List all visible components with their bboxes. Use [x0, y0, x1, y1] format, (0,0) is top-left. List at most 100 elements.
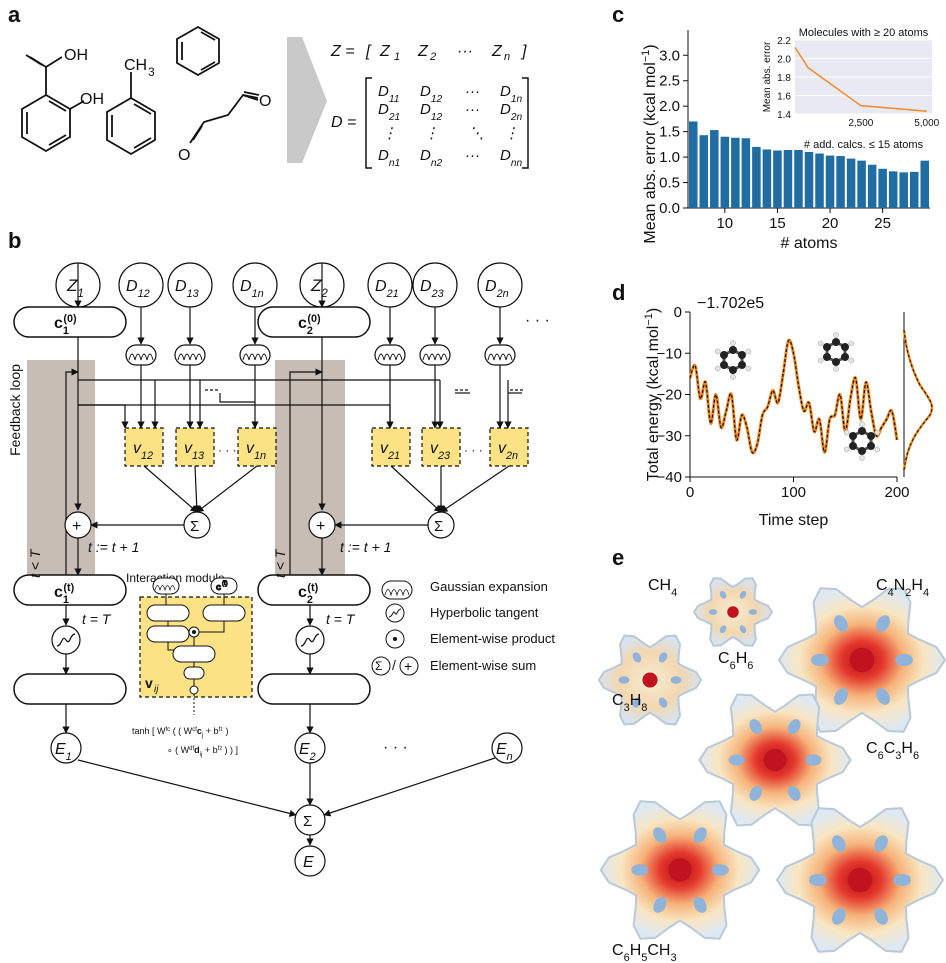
d-matrix-ellipsis: ···: [465, 101, 480, 118]
d-matrix-entry: D21: [378, 101, 400, 123]
svg-text:]: ]: [520, 43, 527, 60]
c0-2-label: c2(0): [298, 313, 321, 337]
d-molecule-snapshot-3: [843, 421, 881, 461]
c-y-tick-label: 2.0: [659, 98, 680, 115]
e-label-5: C6C3H6: [866, 740, 919, 762]
d-matrix-ellipsis: ⋱: [469, 125, 484, 142]
c-bar: [888, 171, 898, 208]
svg-text:Z =: Z =: [330, 43, 355, 60]
oh-label-top: OH: [64, 47, 88, 64]
c-x-tick-label: 10: [716, 215, 733, 232]
c-inset-y-tick-label: 2.0: [777, 55, 791, 66]
gaussian-glyph: [422, 353, 448, 361]
legend-item-4: Element-wise sum: [430, 658, 536, 673]
v-node-2n-label: v2n: [498, 440, 518, 462]
d-x-tick-label: 100: [781, 484, 806, 501]
sigma-total-label: Σ: [303, 813, 312, 830]
svg-text:Z: Z: [379, 43, 391, 60]
c0-1-label: c1(0): [54, 313, 77, 337]
salicylic-acid-structure: [21, 54, 85, 153]
svg-text:Z: Z: [491, 43, 503, 60]
v-node-2n: [489, 427, 529, 467]
c-x-axis-label: # atoms: [781, 235, 838, 252]
c-bar: [752, 146, 761, 208]
panel-label-c: c: [612, 2, 624, 27]
e-node-n-label: En: [496, 741, 513, 763]
svg-text:∘ ( Wdfdij + bf2 ) ) ]: ∘ ( Wdfdij + bf2 ) ) ]: [167, 745, 238, 758]
v-node-12-label: v12: [133, 440, 153, 462]
c-inset-title: Molecules with ≥ 20 atoms: [799, 27, 929, 39]
d-y-tick-label: −30: [657, 428, 682, 445]
d-x-tick-label: 0: [686, 484, 694, 501]
c-inset-y-tick-label: 1.8: [777, 73, 791, 84]
z-node-1-label: Z1: [66, 276, 84, 300]
c-bar: [731, 137, 740, 208]
c-bar: [909, 171, 919, 208]
d-node-13-label: D13: [175, 278, 199, 300]
legend-item-3: Element-wise product: [430, 631, 555, 646]
e-surface-c6h5ch3: [599, 800, 761, 940]
legend-slash: /: [392, 657, 396, 673]
legend-sigma-icon: [371, 656, 391, 676]
ch3-label: CH: [124, 57, 147, 74]
panel-label-a: a: [8, 2, 21, 27]
ch3-subscript: 3: [148, 65, 155, 79]
d-matrix-lhs: D =: [331, 114, 356, 131]
e-label-6: C6H5CH3: [612, 942, 677, 963]
imod-dense-left-2: [146, 625, 190, 643]
v-node-13-label: v13: [184, 440, 204, 462]
tanh-glyph: [300, 633, 320, 647]
d-molecule-snapshot-2: [817, 332, 855, 372]
ct-2-label: c2(t): [298, 582, 319, 606]
v-ellipsis-1: · · ·: [218, 443, 237, 457]
tanh-formula: tanh [ Wfc ( ( Wcfcj + bf1 ) ∘ ( Wdfdij …: [132, 726, 238, 758]
d-matrix-ellipsis: ···: [465, 83, 480, 100]
v-node-23: [421, 427, 461, 467]
t-eq-T-1: t = T: [82, 611, 112, 627]
connector-path: [219, 393, 255, 403]
feedback-band-1: [27, 360, 95, 575]
feedback-band-2: [275, 360, 345, 575]
t-eq-T-2: t = T: [326, 611, 356, 627]
e-node-1: [50, 732, 82, 764]
d-matrix-entry: Dn1: [378, 147, 400, 169]
legend-gaussian-icon: [381, 580, 413, 600]
connector-line: [323, 757, 496, 817]
e-label-1: CH4: [648, 577, 677, 599]
c-bar: [689, 121, 698, 208]
c-bar: [815, 153, 824, 208]
c-bar: [836, 156, 845, 208]
c-bar: [804, 152, 814, 208]
legend-plus-glyph: +: [404, 658, 412, 674]
d-offset-label: −1.702e5: [697, 295, 764, 312]
e-total-node: [294, 845, 326, 877]
d-matrix-ellipsis: ···: [465, 147, 480, 164]
t-less-than-T-2: t < T: [272, 548, 288, 578]
connector-line: [390, 465, 442, 513]
interaction-module-detail: c(t): [146, 577, 246, 715]
svg-text:1: 1: [394, 51, 400, 63]
connector-line: [193, 465, 201, 513]
c0-1: [13, 306, 127, 338]
gaussian-glyph: [487, 353, 513, 361]
imod-tanh-node: [189, 685, 199, 695]
c-bar: [783, 149, 793, 208]
d-distribution-reference: [902, 329, 934, 471]
d-matrix-left-bracket: [365, 77, 372, 169]
d-x-axis-label: Time step: [759, 512, 829, 529]
legend-item-2: Hyperbolic tangent: [430, 605, 539, 620]
product-dot: [393, 637, 397, 641]
toluene-structure: [106, 72, 156, 156]
svg-text:n: n: [504, 51, 510, 63]
svg-text:2: 2: [429, 51, 436, 63]
d-matrix-entry: D12: [420, 83, 443, 105]
c-inset-line: [794, 46, 927, 112]
dialdehyde-structure: [189, 91, 260, 144]
d-matrix-entry: D1n: [500, 83, 523, 105]
e-surface-c6h6: [698, 693, 852, 827]
